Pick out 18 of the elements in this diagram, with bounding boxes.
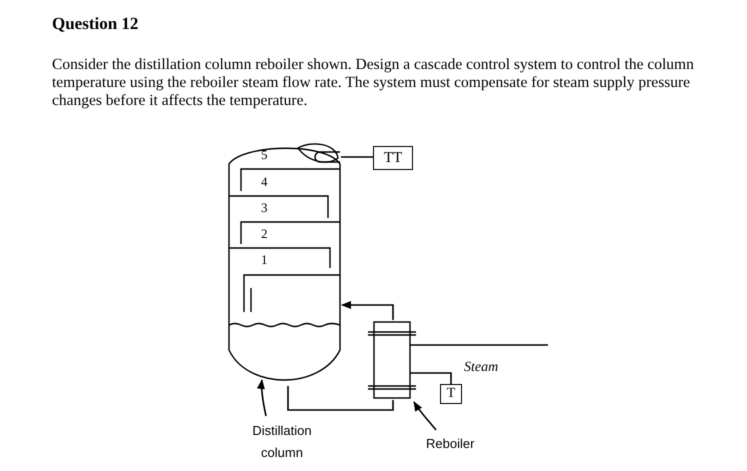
temperature-transmitter-box: TT	[373, 146, 413, 170]
tray-number: 2	[261, 226, 268, 242]
tray-number: 1	[261, 252, 268, 268]
leader-line	[413, 401, 437, 430]
tray-number: 5	[261, 147, 268, 163]
tray-number: 4	[261, 174, 268, 190]
bottoms-pipe	[287, 386, 394, 411]
tray-number: 3	[261, 200, 268, 216]
caption-text: Distillation column	[237, 420, 327, 464]
temperature-sensor-box: T	[440, 384, 462, 404]
question-text: Consider the distillation column reboiler shown. Design a cascade control system to control the column temperature using the reboiler steam flow rate. The system must compensate for steam supply pressure changes before it affects the temperature.	[52, 56, 695, 110]
question-title: Question 12	[52, 14, 138, 34]
vapor-return-pipe	[341, 301, 394, 320]
steam-pipe	[410, 344, 548, 346]
signal-line	[341, 156, 373, 158]
caption-text: Reboiler	[426, 436, 496, 451]
leader-line	[257, 379, 267, 416]
condensate-pipe	[410, 372, 452, 384]
